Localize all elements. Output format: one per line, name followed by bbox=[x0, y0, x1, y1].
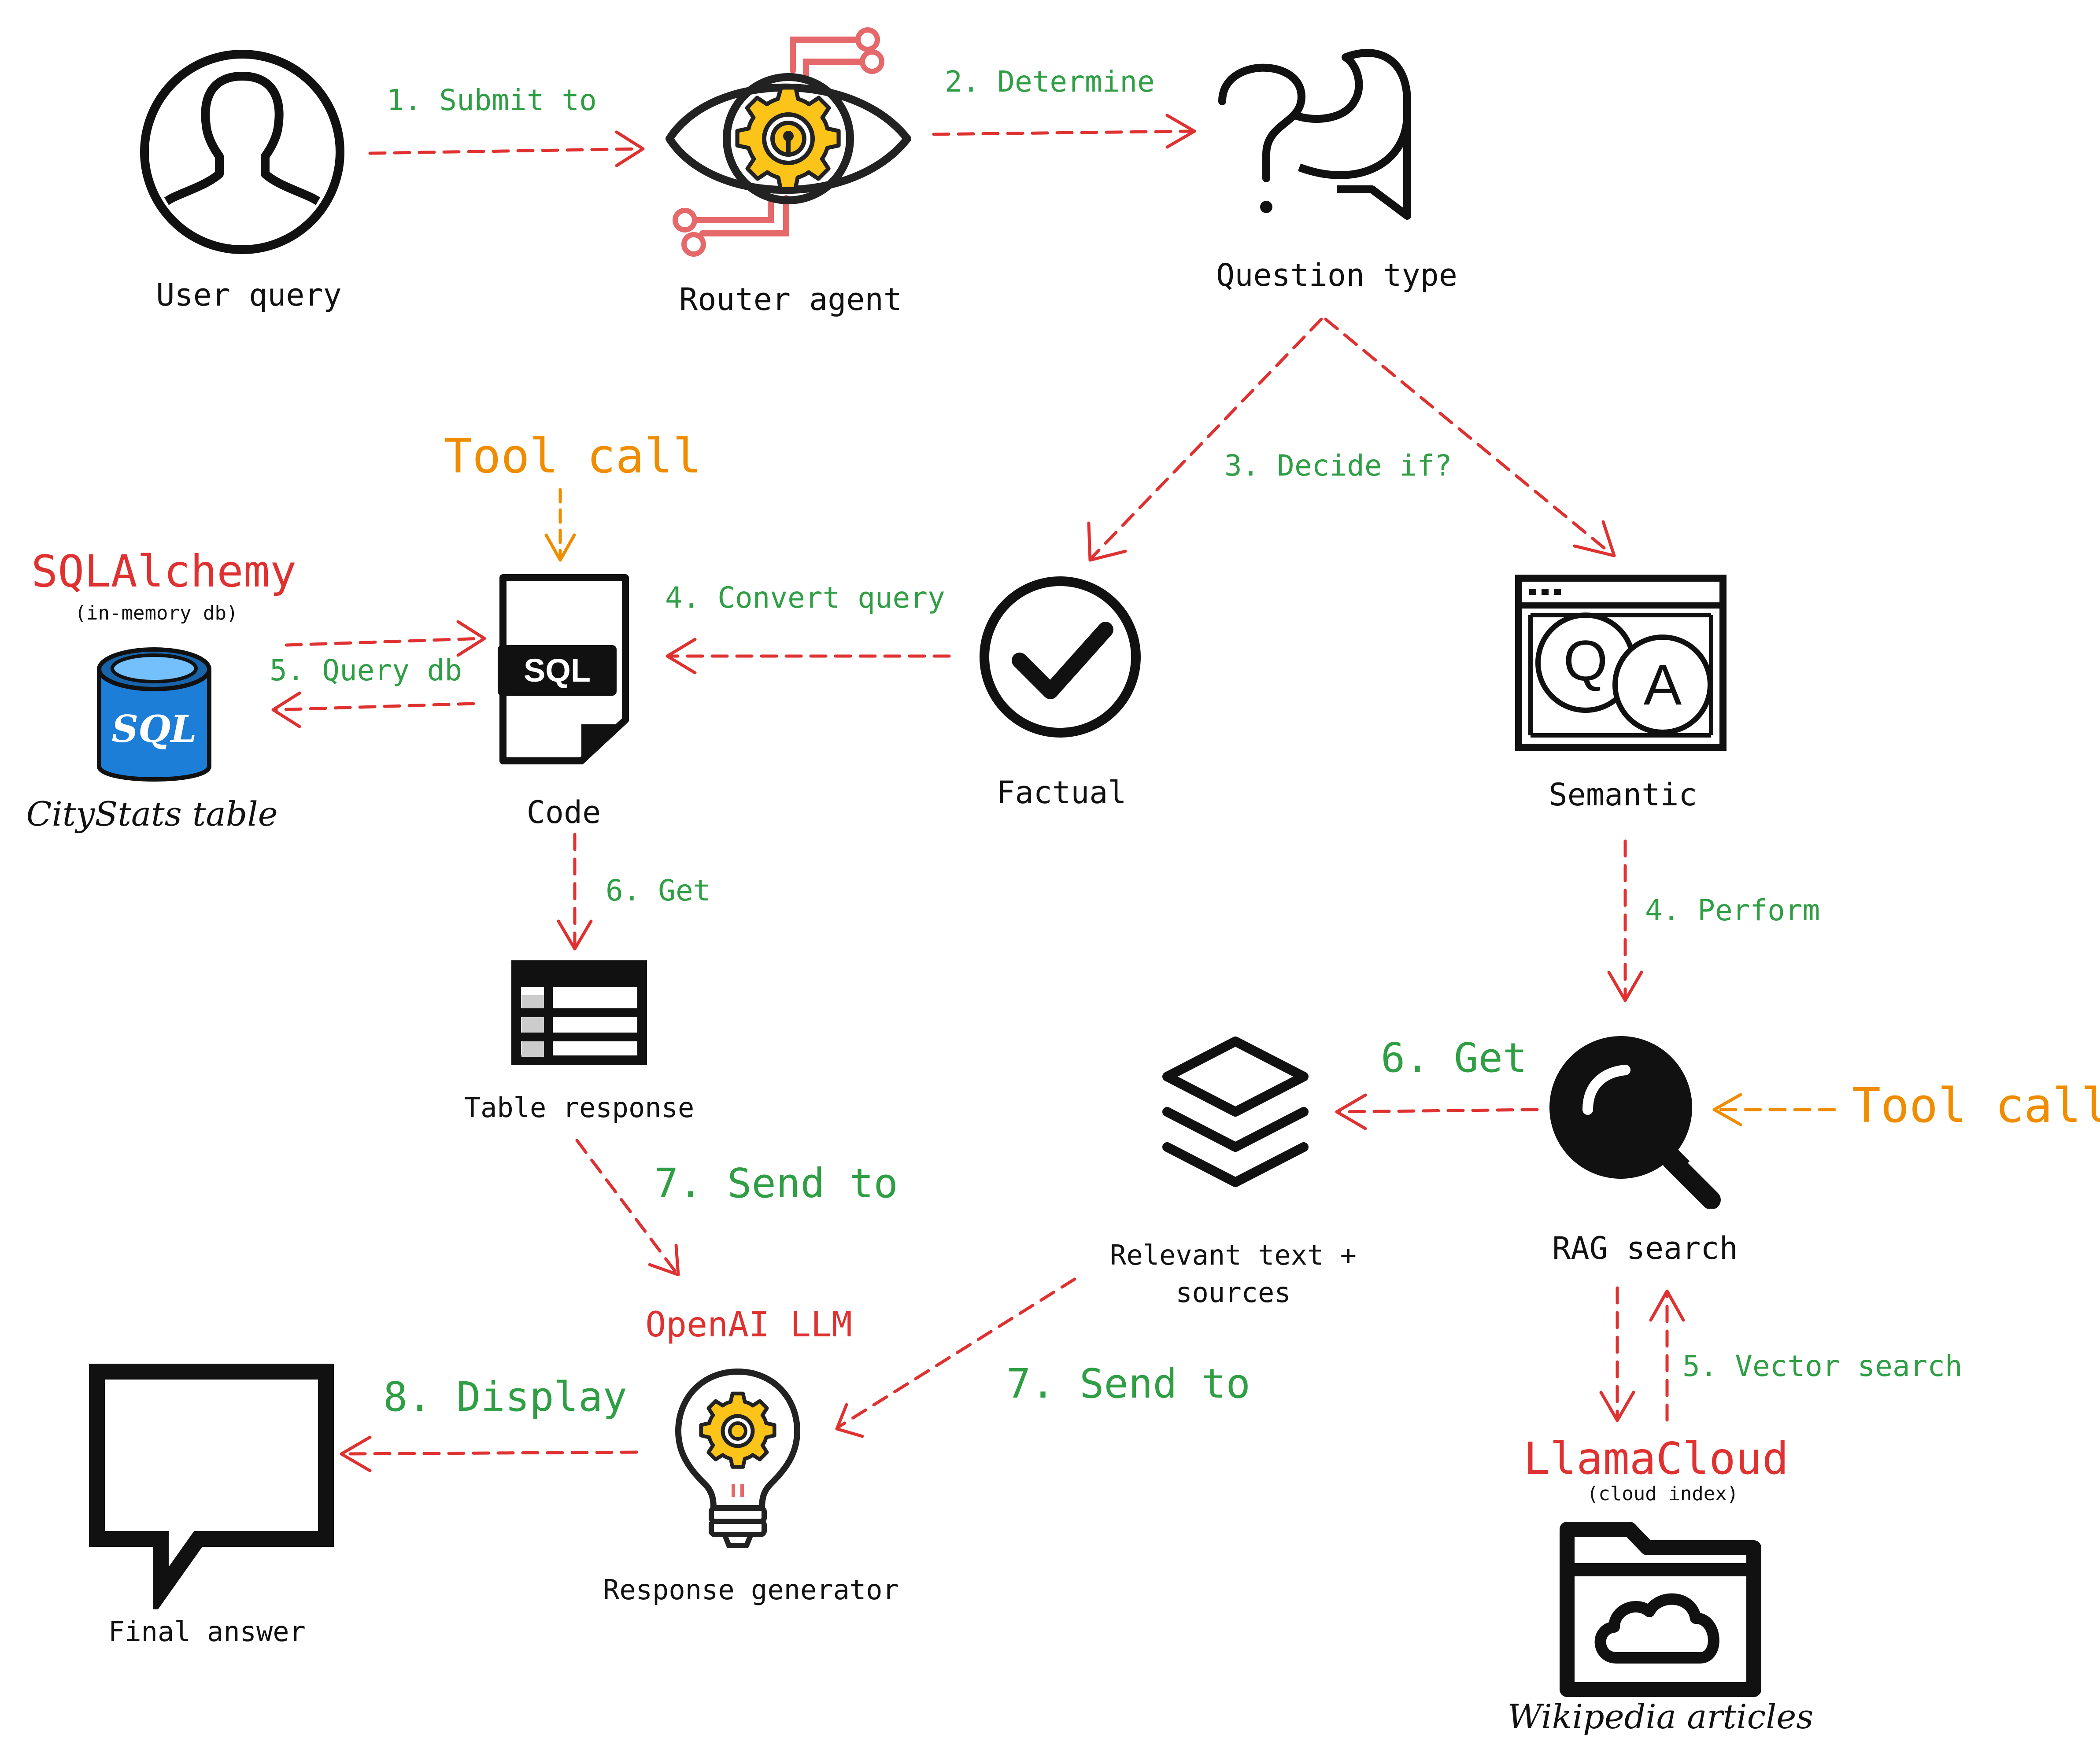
node-final-answer: Final answer bbox=[108, 1616, 306, 1648]
cloud-folder-icon bbox=[1560, 1522, 1761, 1697]
arrow-code-to-db bbox=[274, 702, 475, 712]
node-citystats-table: CityStats table bbox=[26, 794, 278, 834]
node-factual: Factual bbox=[996, 775, 1127, 811]
arrow-user-to-router bbox=[368, 147, 643, 155]
node-relevant-text-line2: sources bbox=[1176, 1276, 1291, 1309]
qa-a-letter: A bbox=[1644, 653, 1682, 717]
arrow-table-to-llm bbox=[575, 1139, 678, 1274]
tech-sqlalchemy-note: (in-memory db) bbox=[74, 602, 238, 624]
sql-database-icon: SQL bbox=[97, 647, 211, 782]
arrow-db-to-code bbox=[285, 637, 484, 647]
node-table-response: Table response bbox=[464, 1092, 695, 1124]
node-wikipedia-articles: Wikipedia articles bbox=[1507, 1697, 1814, 1736]
router-eye-icon bbox=[665, 27, 911, 257]
step-perform: 4. Perform bbox=[1645, 893, 1820, 927]
tech-llamacloud: LlamaCloud bbox=[1523, 1433, 1789, 1484]
node-code: Code bbox=[526, 794, 601, 830]
node-question-type: Question type bbox=[1216, 257, 1457, 293]
arrow-question-to-semantic bbox=[1324, 317, 1612, 554]
question-bubble-icon bbox=[1218, 49, 1411, 220]
step-send-to-right: 7. Send to bbox=[1006, 1360, 1250, 1407]
check-circle-icon bbox=[980, 576, 1141, 738]
node-user-query: User query bbox=[156, 277, 342, 313]
step-submit-to: 1. Submit to bbox=[387, 83, 597, 117]
node-relevant-text-line1: Relevant text + bbox=[1110, 1239, 1357, 1271]
step-convert-query: 4. Convert query bbox=[665, 581, 945, 615]
tool-call-top: Tool call bbox=[444, 429, 702, 484]
step-vector-search: 5. Vector search bbox=[1682, 1349, 1963, 1383]
qa-window-icon: Q A bbox=[1515, 575, 1727, 751]
arrow-router-to-question bbox=[932, 129, 1193, 136]
step-determine: 2. Determine bbox=[945, 65, 1155, 99]
speech-bubble-icon bbox=[89, 1364, 334, 1609]
table-icon bbox=[511, 960, 647, 1065]
step-send-to-left: 7. Send to bbox=[654, 1160, 898, 1207]
node-router-agent: Router agent bbox=[679, 281, 902, 317]
tech-openai-llm: OpenAI LLM bbox=[645, 1305, 852, 1345]
qa-q-letter: Q bbox=[1563, 628, 1608, 693]
layers-icon bbox=[1162, 1037, 1309, 1187]
step-display: 8. Display bbox=[383, 1373, 627, 1420]
sql-db-text: SQL bbox=[112, 707, 197, 751]
arrow-text-to-llm bbox=[837, 1277, 1076, 1428]
tool-call-right: Tool call bbox=[1852, 1078, 2100, 1133]
step-decide-if: 3. Decide if? bbox=[1224, 449, 1452, 483]
arrow-llm-to-final bbox=[342, 1450, 638, 1456]
step-get-text: 6. Get bbox=[1381, 1034, 1527, 1081]
arrow-rag-to-text bbox=[1337, 1108, 1539, 1114]
lightbulb-gear-icon bbox=[675, 1369, 800, 1548]
node-semantic: Semantic bbox=[1549, 777, 1697, 813]
arrow-question-to-factual bbox=[1091, 317, 1323, 559]
node-rag-search: RAG search bbox=[1552, 1230, 1738, 1266]
sql-file-icon: SQL bbox=[498, 574, 629, 764]
tech-sqlalchemy: SQLAlchemy bbox=[31, 546, 297, 597]
sql-badge-text: SQL bbox=[524, 652, 591, 689]
tech-llamacloud-note: (cloud index) bbox=[1586, 1483, 1739, 1505]
step-get-table: 6. Get bbox=[606, 874, 711, 908]
node-response-generator: Response generator bbox=[603, 1574, 899, 1606]
step-query-db: 5. Query db bbox=[270, 653, 462, 687]
magnifier-icon bbox=[1549, 1036, 1721, 1209]
user-icon bbox=[140, 50, 344, 254]
